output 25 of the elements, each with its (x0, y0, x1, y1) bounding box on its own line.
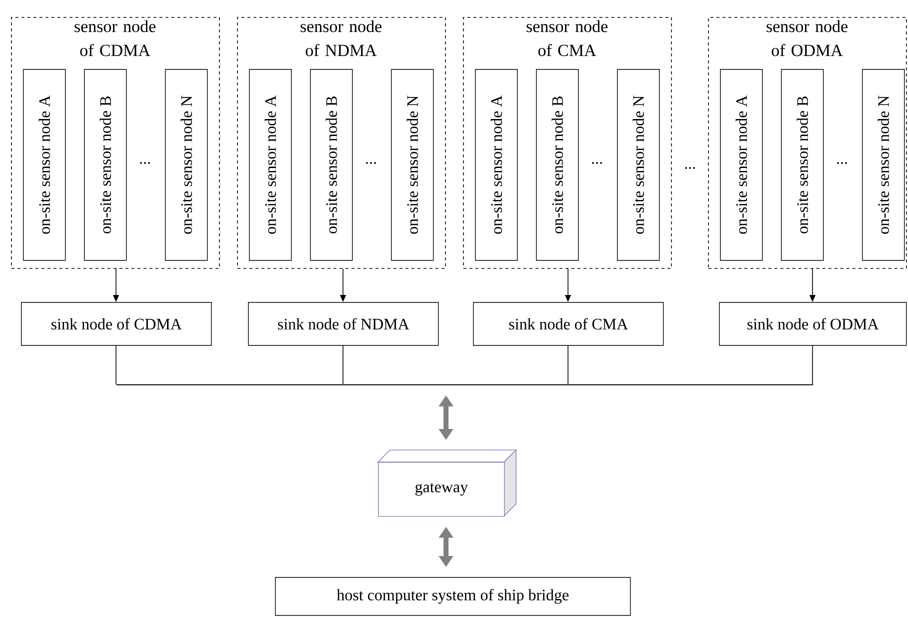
sensor-box: on-site sensor node B (84, 69, 127, 261)
sensor-box: on-site sensor node N (165, 69, 208, 261)
sensor-box: on-site sensor node N (862, 69, 905, 261)
sensor-box: on-site sensor node N (617, 69, 660, 261)
sensor-box: on-site sensor node A (475, 69, 518, 261)
sensor-box: on-site sensor node B (536, 69, 579, 261)
sensor-box: on-site sensor node B (781, 69, 824, 261)
sensor-box: on-site sensor node A (249, 69, 292, 261)
sink-box: sink node of CDMA (21, 302, 212, 346)
host-box: host computer system of ship bridge (275, 577, 631, 616)
ellipsis: ... (837, 162, 847, 164)
sensor-box: on-site sensor node N (391, 69, 434, 261)
ellipsis: ... (366, 162, 376, 164)
sensor-box: on-site sensor node A (720, 69, 763, 261)
ellipsis: ... (592, 162, 602, 164)
sink-box: sink node of CMA (473, 302, 664, 346)
sensor-box: on-site sensor node B (310, 69, 353, 261)
connector-line (812, 345, 813, 384)
sink-box: sink node of ODMA (719, 302, 907, 346)
sensor-box: on-site sensor node A (23, 69, 66, 261)
sink-box: sink node of NDMA (248, 302, 439, 346)
connector-line (342, 345, 344, 384)
ellipsis: ... (685, 167, 695, 169)
ellipsis: ... (140, 162, 150, 164)
bus-line (116, 384, 814, 386)
